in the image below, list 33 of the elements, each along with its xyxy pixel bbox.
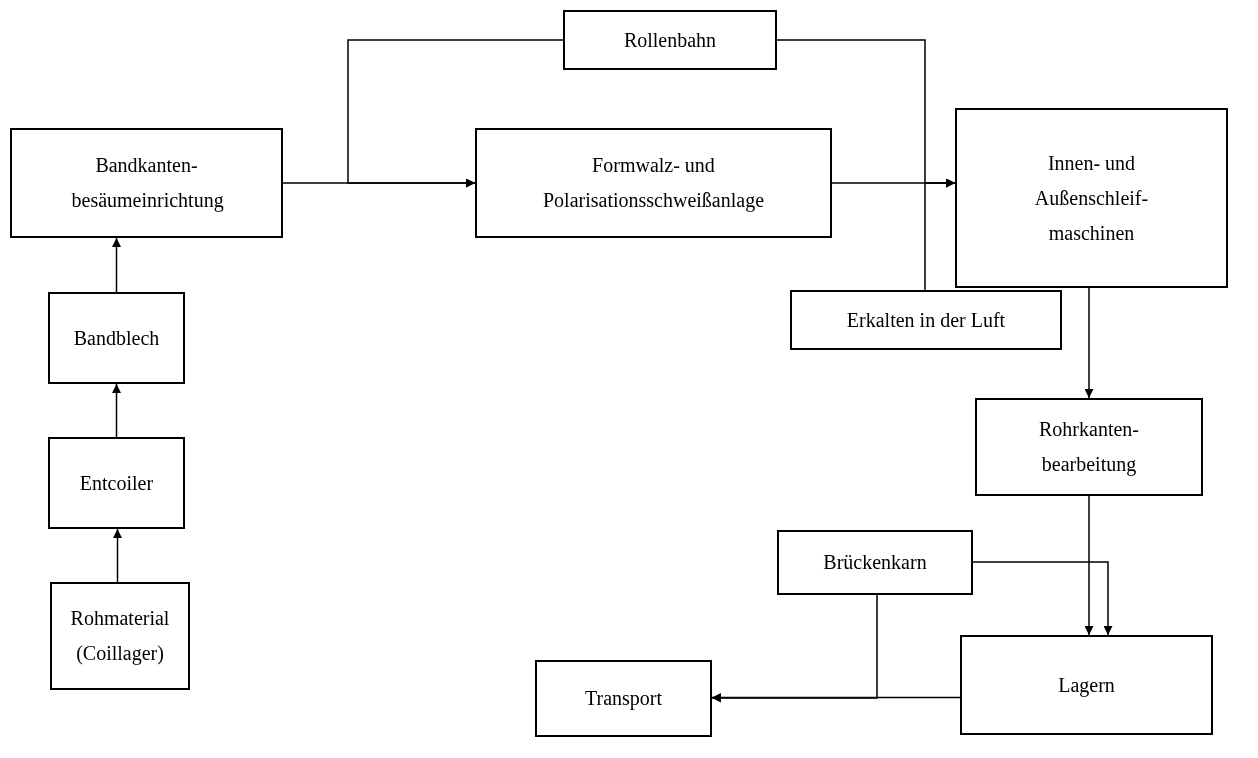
box-label: Brückenkarn	[823, 550, 927, 575]
arrow	[112, 383, 121, 438]
box-label: Erkalten in der Luft	[846, 307, 1006, 333]
process-box	[50, 582, 190, 690]
process-box	[48, 292, 185, 384]
box-label: Transport	[584, 686, 663, 712]
box-label: Rohrkanten- bearbeitung	[1038, 417, 1140, 478]
process-box	[535, 660, 712, 737]
box-label: Rollenbahn	[623, 27, 717, 53]
box-label: Formwalz- und Polarisationsschweißanlage	[541, 153, 766, 214]
box-label: Rohmaterial (Coillager)	[69, 606, 171, 667]
process-box	[955, 108, 1228, 288]
arrow	[347, 39, 564, 188]
arrow	[1084, 287, 1094, 399]
box-label: Bandblech	[73, 325, 160, 351]
process-box	[960, 635, 1213, 735]
arrow	[113, 528, 122, 583]
arrow	[112, 237, 121, 293]
arrow	[1084, 495, 1094, 636]
arrow	[972, 561, 1113, 636]
process-box	[475, 128, 832, 238]
arrow	[711, 594, 878, 703]
process-box	[563, 10, 777, 70]
box-label: Lagern	[1058, 672, 1115, 699]
process-box	[777, 530, 973, 595]
arrow	[924, 178, 956, 291]
box-label: Entcoiler	[79, 470, 154, 496]
process-box	[48, 437, 185, 529]
process-box	[975, 398, 1203, 496]
process-box	[790, 290, 1062, 350]
process-box	[10, 128, 283, 238]
box-label: Innen- und Außenschleif- maschinen	[1033, 150, 1150, 246]
box-label: Bandkanten- besäumeinrichtung	[71, 153, 222, 214]
